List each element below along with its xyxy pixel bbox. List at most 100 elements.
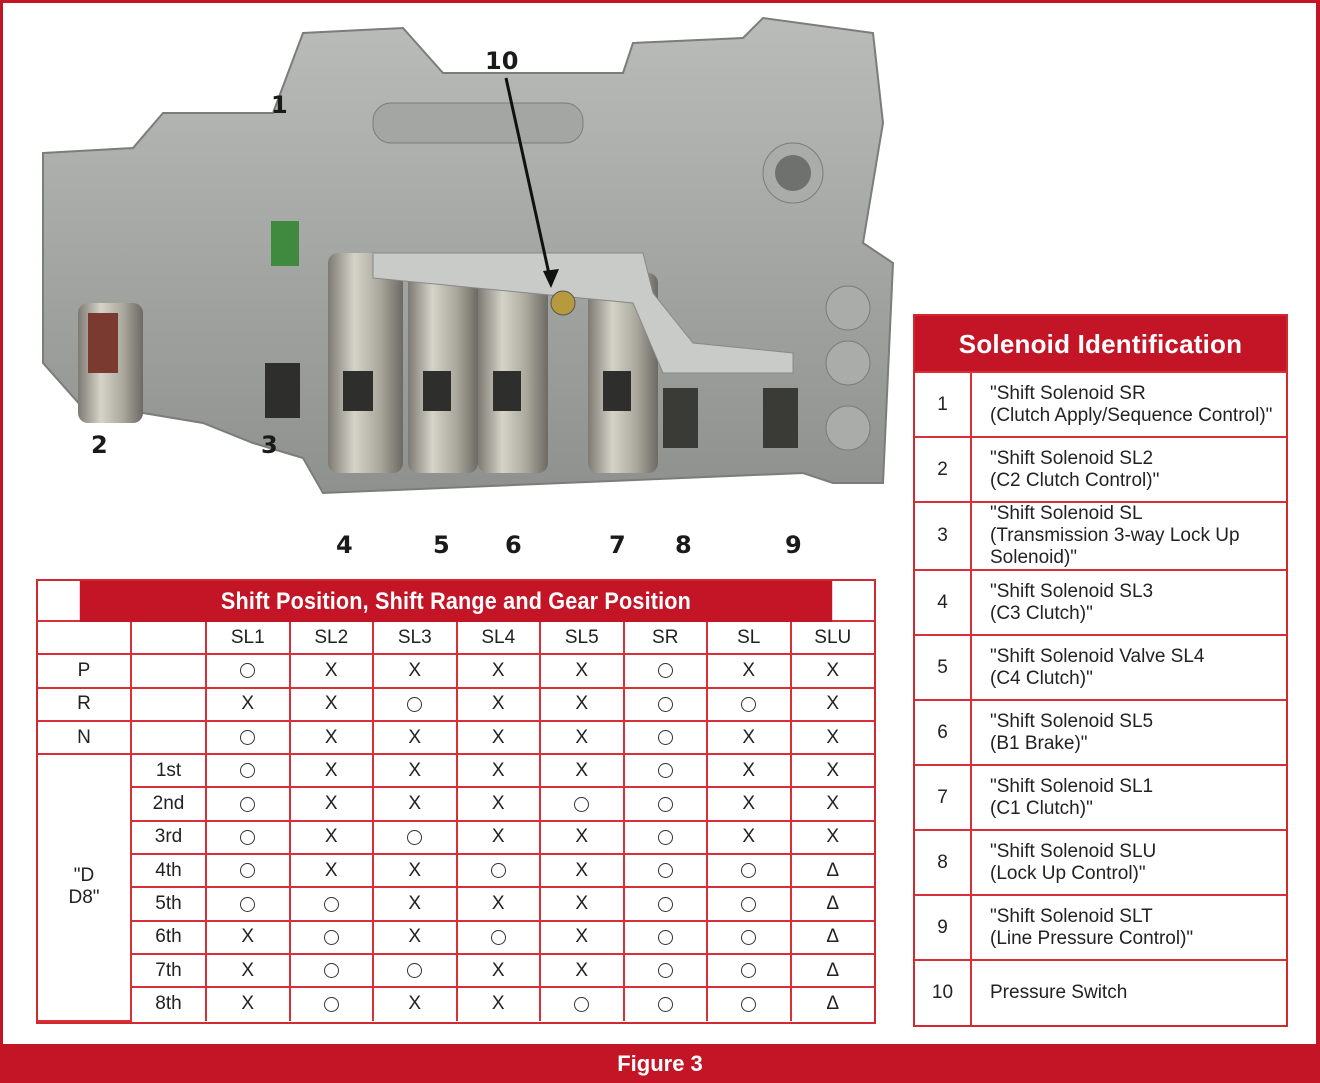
gear-cell: 3rd: [131, 819, 207, 856]
triangle-icon: Δ: [826, 993, 840, 1015]
circle-icon: [657, 863, 673, 879]
solenoid-state-cell: [205, 719, 291, 756]
callout-10: 10: [485, 47, 519, 75]
gear-cell: 5th: [131, 886, 207, 922]
solenoid-grid: 1"Shift Solenoid SR(Clutch Apply/Sequenc…: [915, 371, 1286, 1025]
solenoid-state-cell: X: [789, 753, 874, 789]
solenoid-identification-table: Solenoid Identification 1"Shift Solenoid…: [913, 314, 1288, 1027]
circle-icon: [323, 896, 339, 912]
description-line: (C4 Clutch)": [990, 667, 1093, 689]
callout-8: 8: [675, 531, 692, 559]
solenoid-state-cell: X: [455, 986, 541, 1021]
circle-icon: [741, 896, 757, 912]
circle-icon: [407, 696, 423, 712]
table-row: 7"Shift Solenoid SL1(C1 Clutch)": [915, 764, 1286, 831]
x-icon: X: [742, 759, 756, 781]
solenoid-state-cell: [288, 986, 374, 1021]
x-icon: X: [742, 793, 756, 815]
solenoid-state-cell: X: [372, 986, 458, 1021]
description-line: "Shift Solenoid SLU: [990, 840, 1157, 862]
figure-frame: 1 2 3 4 5 6 7 8 9 10 Shift Position, Shi…: [3, 3, 1316, 1044]
solenoid-state-cell: X: [539, 886, 625, 922]
x-icon: X: [491, 759, 505, 781]
solenoid-state-cell: X: [706, 753, 792, 789]
solenoid-state-cell: X: [455, 952, 541, 989]
description-line: "Shift Solenoid Valve SL4: [990, 645, 1205, 667]
solenoid-state-cell: X: [455, 819, 541, 856]
solenoid-state-cell: [205, 653, 291, 689]
header-slu: SLU: [789, 619, 874, 655]
circle-icon: [657, 829, 673, 845]
gear-cell: [130, 686, 207, 722]
circle-icon: [657, 696, 673, 712]
solenoid-state-cell: X: [288, 786, 374, 822]
description-line: Pressure Switch: [990, 982, 1128, 1003]
shift-position-cell: P: [38, 653, 132, 689]
callout-7: 7: [609, 531, 626, 559]
shift-header-row: SL1 SL2 SL3 SL4 SL5 SR SL SLU: [38, 619, 874, 655]
table-row: 6"Shift Solenoid SL5(B1 Brake)": [915, 699, 1286, 766]
solenoid-state-cell: [455, 919, 541, 955]
solenoid-state-cell: [205, 819, 291, 856]
circle-icon: [407, 829, 423, 845]
x-icon: X: [826, 759, 840, 781]
solenoid-state-cell: X: [205, 686, 291, 722]
x-icon: X: [826, 659, 840, 681]
solenoid-state-cell: X: [539, 686, 625, 722]
x-icon: X: [241, 926, 255, 948]
solenoid-state-cell: [622, 686, 708, 722]
circle-icon: [240, 829, 256, 845]
solenoid-state-cell: [288, 919, 374, 955]
solenoid-description: "Shift Solenoid SL5(B1 Brake)": [970, 699, 1286, 766]
description-line: "Shift Solenoid SLT: [990, 905, 1153, 927]
circle-icon: [490, 929, 506, 945]
solenoid-state-cell: X: [706, 786, 792, 822]
solenoid-table-body: 1"Shift Solenoid SR(Clutch Apply/Sequenc…: [915, 371, 1286, 1025]
solenoid-state-cell: [622, 952, 708, 989]
x-icon: X: [491, 893, 505, 915]
callout-9: 9: [785, 531, 802, 559]
x-icon: X: [575, 759, 589, 781]
solenoid-state-cell: [706, 919, 792, 955]
x-icon: X: [241, 693, 255, 715]
gear-cell: [130, 653, 207, 689]
description-line: "Shift Solenoid SL1: [990, 775, 1154, 797]
solenoid-state-cell: X: [372, 719, 458, 756]
shift-position-cell: N: [38, 719, 132, 756]
header-sl3: SL3: [372, 619, 458, 655]
solenoid-state-cell: Δ: [789, 952, 874, 989]
circle-icon: [574, 996, 590, 1012]
circle-icon: [657, 896, 673, 912]
x-icon: X: [324, 759, 338, 781]
x-icon: X: [491, 826, 505, 848]
x-icon: X: [491, 959, 505, 981]
x-icon: X: [324, 726, 338, 748]
gear-cell: 7th: [131, 952, 207, 989]
solenoid-state-cell: X: [789, 686, 874, 722]
solenoid-state-cell: [706, 986, 792, 1021]
circle-icon: [323, 929, 339, 945]
solenoid-state-cell: [372, 819, 458, 856]
circle-icon: [240, 896, 256, 912]
solenoid-state-cell: [288, 952, 374, 989]
circle-icon: [657, 796, 673, 812]
table-row: 4"Shift Solenoid SL3(C3 Clutch)": [915, 569, 1286, 636]
circle-icon: [741, 996, 757, 1012]
solenoid-state-cell: X: [205, 952, 291, 989]
x-icon: X: [826, 793, 840, 815]
solenoid-state-cell: X: [455, 886, 541, 922]
solenoid-description: "Shift Solenoid SLU(Lock Up Control)": [970, 829, 1286, 896]
solenoid-state-cell: [205, 786, 291, 822]
solenoid-state-cell: X: [539, 952, 625, 989]
circle-icon: [741, 963, 757, 979]
triangle-icon: Δ: [826, 926, 840, 948]
circle-icon: [741, 696, 757, 712]
circle-icon: [323, 996, 339, 1012]
